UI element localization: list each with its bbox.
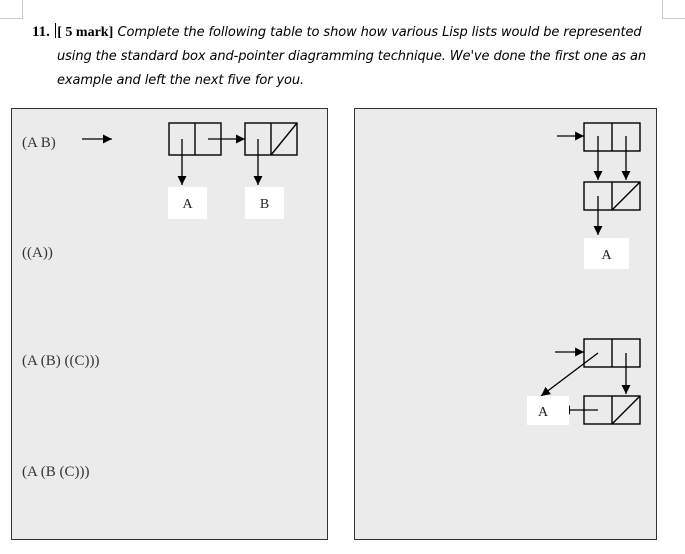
question-line-3: example and left the next five for you. <box>57 73 305 88</box>
atom-a: A <box>182 197 193 212</box>
question-line-2: using the standard box and-pointer diagr… <box>57 49 647 64</box>
atom-box-a <box>168 187 207 219</box>
question-text: 11. [ 5 mark] Complete the following tab… <box>32 20 667 93</box>
question-marks: 5 mark <box>65 25 109 40</box>
left-diagram-panel: (A B) ((A)) (A (B) ((C))) (A (B (C))) A … <box>11 108 328 540</box>
atom-box-b <box>245 187 284 219</box>
nil-slash <box>270 122 298 156</box>
diagram2-car-arrow <box>540 352 599 397</box>
diagram1-atom-box <box>584 238 629 269</box>
text-cursor <box>55 23 57 38</box>
right-diagram-panel: A A <box>354 108 657 540</box>
answer-diagrams: A A <box>527 122 641 425</box>
page-corner-mark-right <box>662 0 685 19</box>
expression-label-2: ((A)) <box>22 245 53 261</box>
question-number: 11. <box>32 24 50 40</box>
expression-label-1: (A B) <box>22 135 56 151</box>
expression-label-3: (A (B) ((C))) <box>22 353 100 369</box>
example-diagram: A B <box>82 122 298 219</box>
diagram2-atom-box <box>527 396 569 425</box>
diagram2-atom-a: A <box>538 405 549 420</box>
diagram1-atom-a: A <box>601 248 612 263</box>
expression-label-4: (A (B (C))) <box>22 464 90 480</box>
question-line-1: Complete the following table to show how… <box>117 25 642 40</box>
page-corner-mark-left <box>0 0 23 19</box>
atom-b: B <box>260 197 269 212</box>
